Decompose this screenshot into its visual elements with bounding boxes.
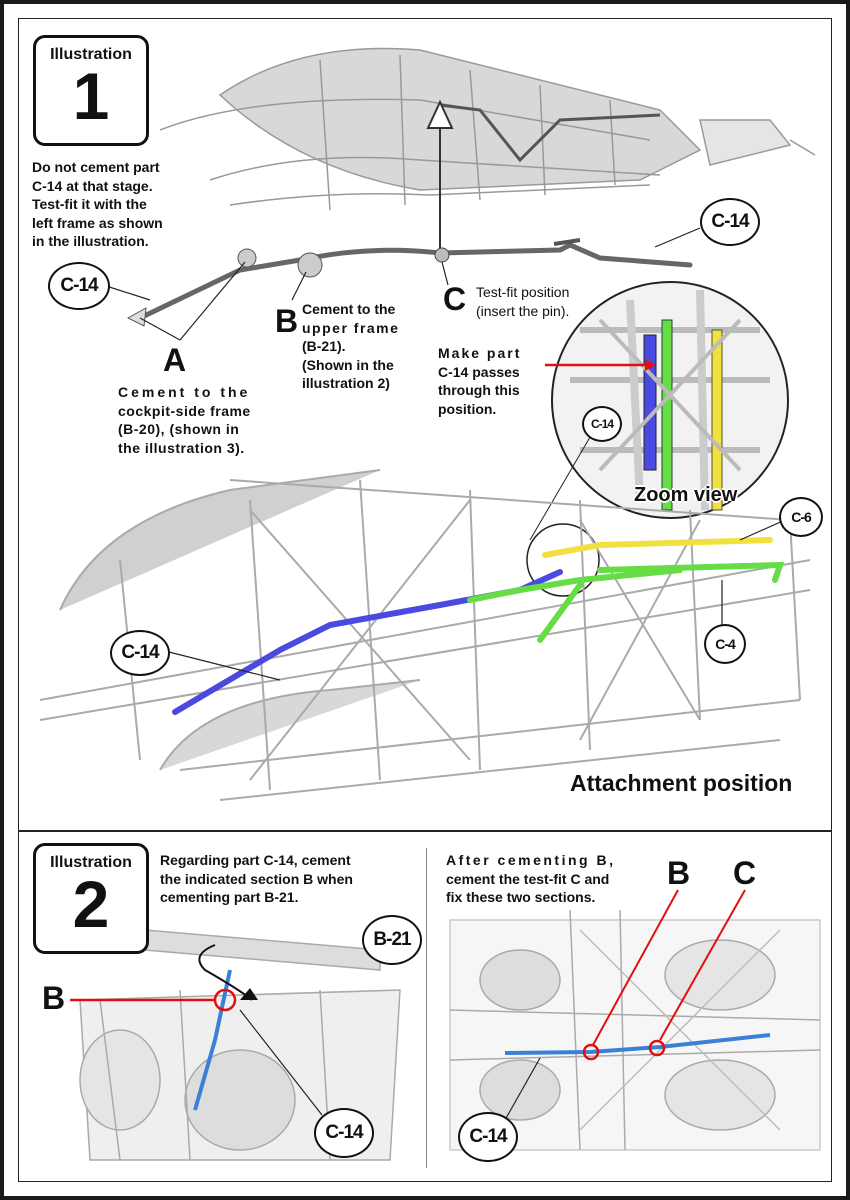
- b-callout-circle: [213, 988, 237, 1012]
- b-position-marker: [582, 1043, 600, 1061]
- label-a: A: [163, 342, 187, 378]
- make-part-note: Make part C-14 passes through this posit…: [438, 345, 522, 417]
- c4-installed-part: [467, 561, 785, 643]
- zoom-callout-arrowhead: [645, 359, 656, 371]
- illustration3-c14-tag: C-14: [458, 1112, 518, 1162]
- c-pointer: [659, 889, 746, 1041]
- illustration2-note: Regarding part C-14, cement the indicate…: [160, 852, 353, 905]
- illustration1-number: 1: [72, 59, 110, 133]
- illustration2-guide-arrow: [198, 944, 253, 1001]
- illustration1-note: Do not cement part C-14 at that stage. T…: [32, 159, 163, 249]
- b-pointer: [592, 889, 679, 1046]
- upper-frame-drawing: [159, 47, 816, 211]
- illustration2-label-b: B: [42, 980, 66, 1016]
- c14-tag-main: C-14: [110, 630, 170, 676]
- zoom-view-circle: [551, 281, 789, 519]
- c-position-marker: [648, 1039, 666, 1057]
- panel-divider: [426, 848, 427, 1168]
- main-fuselage-drawing: [39, 469, 811, 801]
- c4-tag: C-4: [704, 624, 746, 664]
- c6-installed-part: [542, 537, 773, 558]
- content-frame: [18, 18, 832, 1182]
- c14-part-drawing: [99, 227, 701, 341]
- b21-tag: B-21: [362, 915, 422, 965]
- section-divider: [18, 830, 832, 832]
- c14-illustration2-part: [193, 969, 232, 1111]
- illustration2-title: Illustration: [50, 854, 132, 871]
- label-c-text: Test-fit position (insert the pin).: [476, 284, 570, 319]
- label-b-text: Cement to the upper frame (B-21). (Shown…: [302, 301, 400, 391]
- label-c: C: [443, 281, 467, 317]
- attachment-position-label: Attachment position: [570, 770, 793, 796]
- illustration3-label-c: C: [733, 855, 757, 891]
- illustration1-badge: Illustration 1: [33, 35, 149, 146]
- label-b: B: [275, 303, 299, 339]
- c14-illustration3-part: [504, 1033, 771, 1055]
- zoom-leader-line: [529, 419, 601, 541]
- label-a-text: Cement to the cockpit-side frame (B-20),…: [118, 384, 251, 456]
- zoom-view-label: Zoom view: [634, 484, 738, 506]
- insertion-arrow: [426, 99, 454, 255]
- c6-tag: C-6: [779, 497, 823, 537]
- illustration2-number: 2: [72, 867, 110, 941]
- zoom-c14-tag: C-14: [582, 406, 622, 442]
- illustration2-c14-tag: C-14: [314, 1108, 374, 1158]
- c14-tag-right: C-14: [700, 198, 760, 246]
- illustration1-title: Illustration: [50, 46, 132, 63]
- illustration3-label-b: B: [667, 855, 691, 891]
- zoom-source-circle: [526, 523, 600, 597]
- illustration3-frame-drawing: [449, 909, 821, 1151]
- c14-tag-left: C-14: [48, 262, 110, 310]
- illustration3-note: After cementing B, cement the test-fit C…: [446, 852, 616, 905]
- illustration2-badge: Illustration 2: [33, 843, 149, 954]
